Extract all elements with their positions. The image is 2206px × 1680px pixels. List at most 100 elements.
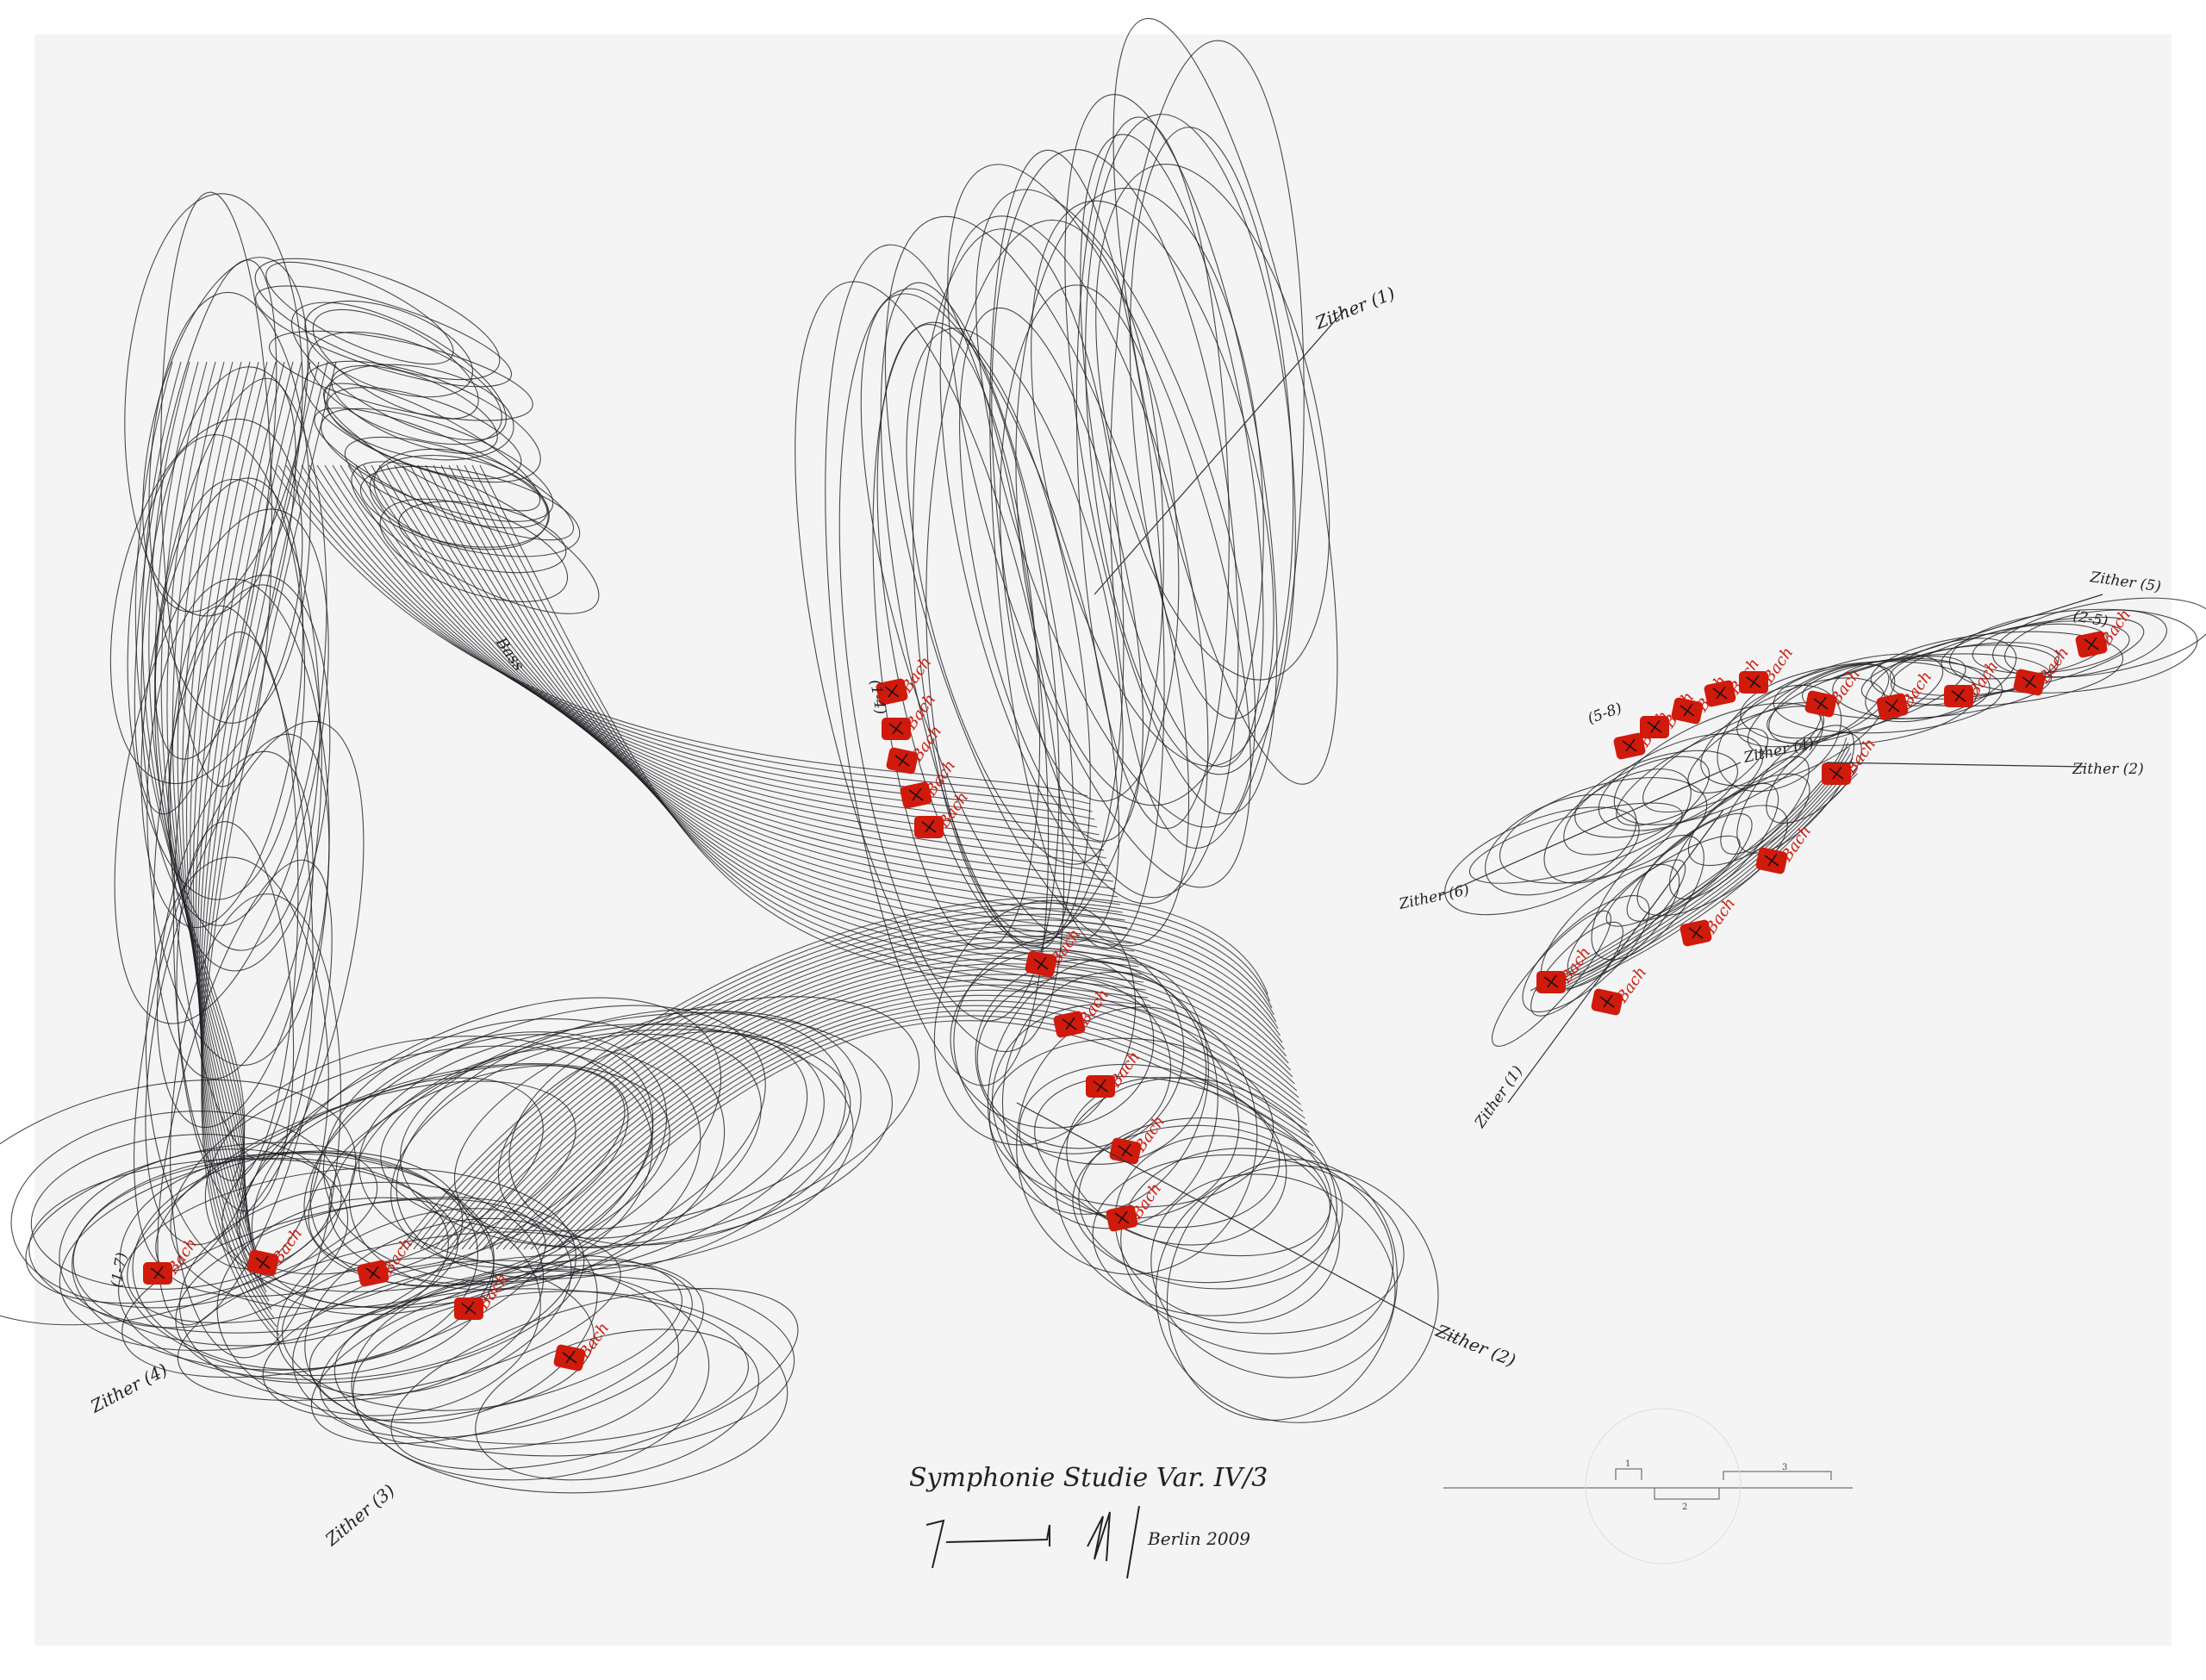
loop-ellipse	[398, 501, 567, 574]
marker-glyph	[1885, 699, 1900, 712]
loop-ellipse	[312, 308, 479, 420]
loop-ellipse	[303, 1005, 766, 1287]
label-range: (5-8)	[1586, 700, 1624, 728]
loop-ellipse	[1114, 1135, 1340, 1323]
loop-curve	[270, 464, 1088, 797]
marker-glyph	[894, 753, 910, 767]
loop-curve	[190, 361, 259, 1267]
loop-curve	[509, 984, 1301, 1250]
loop-ellipse	[140, 477, 304, 929]
marker-label: Bach	[575, 1319, 613, 1362]
loop-ellipse	[1720, 756, 1810, 855]
loop-ellipse	[1112, 17, 1338, 785]
marker-glyph	[1622, 738, 1637, 752]
loop-ellipse	[167, 575, 331, 972]
loop-ellipse	[72, 1153, 495, 1371]
loop-ellipse	[30, 1134, 333, 1291]
axis-line	[1507, 809, 1724, 1104]
loop-curve	[201, 361, 320, 1328]
loop-ellipse	[976, 977, 1172, 1149]
loop-curve	[440, 464, 1139, 968]
loop-curve	[1555, 762, 1855, 992]
loop-ellipse	[947, 164, 1251, 888]
loop-curve	[530, 999, 1308, 1250]
loop-curve	[551, 1015, 1314, 1250]
loop-curve	[495, 974, 1298, 1250]
label-zither-2-right: Zither (2)	[2072, 761, 2144, 778]
loop-ellipse	[838, 288, 1060, 1022]
marker-label: Bach	[268, 1224, 306, 1267]
loop-ellipse	[2003, 609, 2167, 678]
loop-ellipse	[1626, 812, 1753, 922]
loop-ellipse	[177, 1231, 621, 1402]
loop-ellipse	[308, 331, 502, 445]
marker-glyph	[461, 1301, 477, 1315]
marker-label: Bach	[897, 653, 935, 696]
loop-lines	[0, 17, 2206, 1494]
loop-ellipse	[1567, 859, 1686, 975]
loop-ellipse	[351, 1270, 710, 1481]
loop-ellipse	[10, 1111, 342, 1309]
loop-ellipse	[265, 261, 454, 365]
loop-curve	[182, 361, 254, 1250]
marker-glyph	[562, 1350, 577, 1364]
loop-ellipse	[860, 293, 1120, 943]
marker-glyph	[255, 1255, 271, 1269]
marker-glyph	[1062, 1017, 1077, 1030]
marker-glyph	[1647, 719, 1662, 733]
loop-ellipse	[118, 1167, 576, 1380]
loop-curve	[347, 464, 1112, 874]
marker-glyph	[1118, 1143, 1133, 1157]
loop-ellipse	[1080, 134, 1264, 768]
loop-curve	[1566, 773, 1858, 992]
loop-curve	[537, 1005, 1310, 1250]
loop-curve	[195, 361, 277, 1285]
scale-brackets	[1615, 1468, 1832, 1500]
loop-ellipse	[1166, 1159, 1398, 1421]
loop-curve	[482, 963, 1293, 1250]
marker-glyph	[1764, 853, 1779, 867]
loop-curve	[301, 464, 1098, 828]
loop-ellipse	[369, 455, 550, 548]
label-zither-6-right: Zither (6)	[1397, 881, 1471, 913]
loop-ellipse	[1155, 1165, 1439, 1423]
loop-ellipse	[497, 1031, 808, 1239]
marker-label: Bach	[1046, 925, 1084, 968]
loop-ellipse	[925, 219, 1164, 937]
loop-ellipse	[323, 364, 514, 461]
marker-glyph	[1746, 675, 1761, 688]
scale-mark: 2	[1682, 1503, 1687, 1512]
loop-curve	[355, 464, 1113, 882]
loop-ellipse	[333, 1274, 795, 1457]
loop-ellipse	[876, 321, 1091, 947]
loop-ellipse	[950, 950, 1155, 1129]
loop-ellipse	[475, 1328, 760, 1481]
loop-ellipse	[1563, 756, 1711, 856]
scale-bar	[1443, 1408, 1853, 1565]
loop-ellipse	[1016, 1006, 1258, 1275]
marker-glyph	[888, 721, 904, 735]
loop-curve	[200, 361, 302, 1310]
artwork-title: Symphonie Studie Var. IV/3	[909, 1463, 1268, 1493]
loop-curve	[285, 464, 1093, 812]
loop-ellipse	[358, 1024, 854, 1271]
loop-ellipse	[157, 859, 333, 1326]
axis-line	[1016, 1102, 1457, 1341]
loop-curve	[433, 464, 1137, 960]
scale-circle	[1585, 1408, 1742, 1565]
loop-ellipse	[1766, 731, 1862, 824]
loop-curve	[201, 361, 328, 1336]
loop-curve	[454, 941, 1285, 1250]
axis-line	[1438, 762, 1742, 897]
loop-ellipse	[999, 284, 1180, 802]
loop-ellipse	[153, 584, 322, 1080]
loop-ellipse	[1150, 1173, 1396, 1378]
marker-glyph	[884, 684, 900, 698]
loop-ellipse	[124, 193, 303, 617]
loop-ellipse	[1031, 200, 1274, 767]
loop-ellipse	[310, 1264, 693, 1445]
loop-ellipse	[1616, 727, 1769, 826]
loop-ellipse	[1075, 116, 1230, 830]
signature	[925, 1505, 1140, 1579]
